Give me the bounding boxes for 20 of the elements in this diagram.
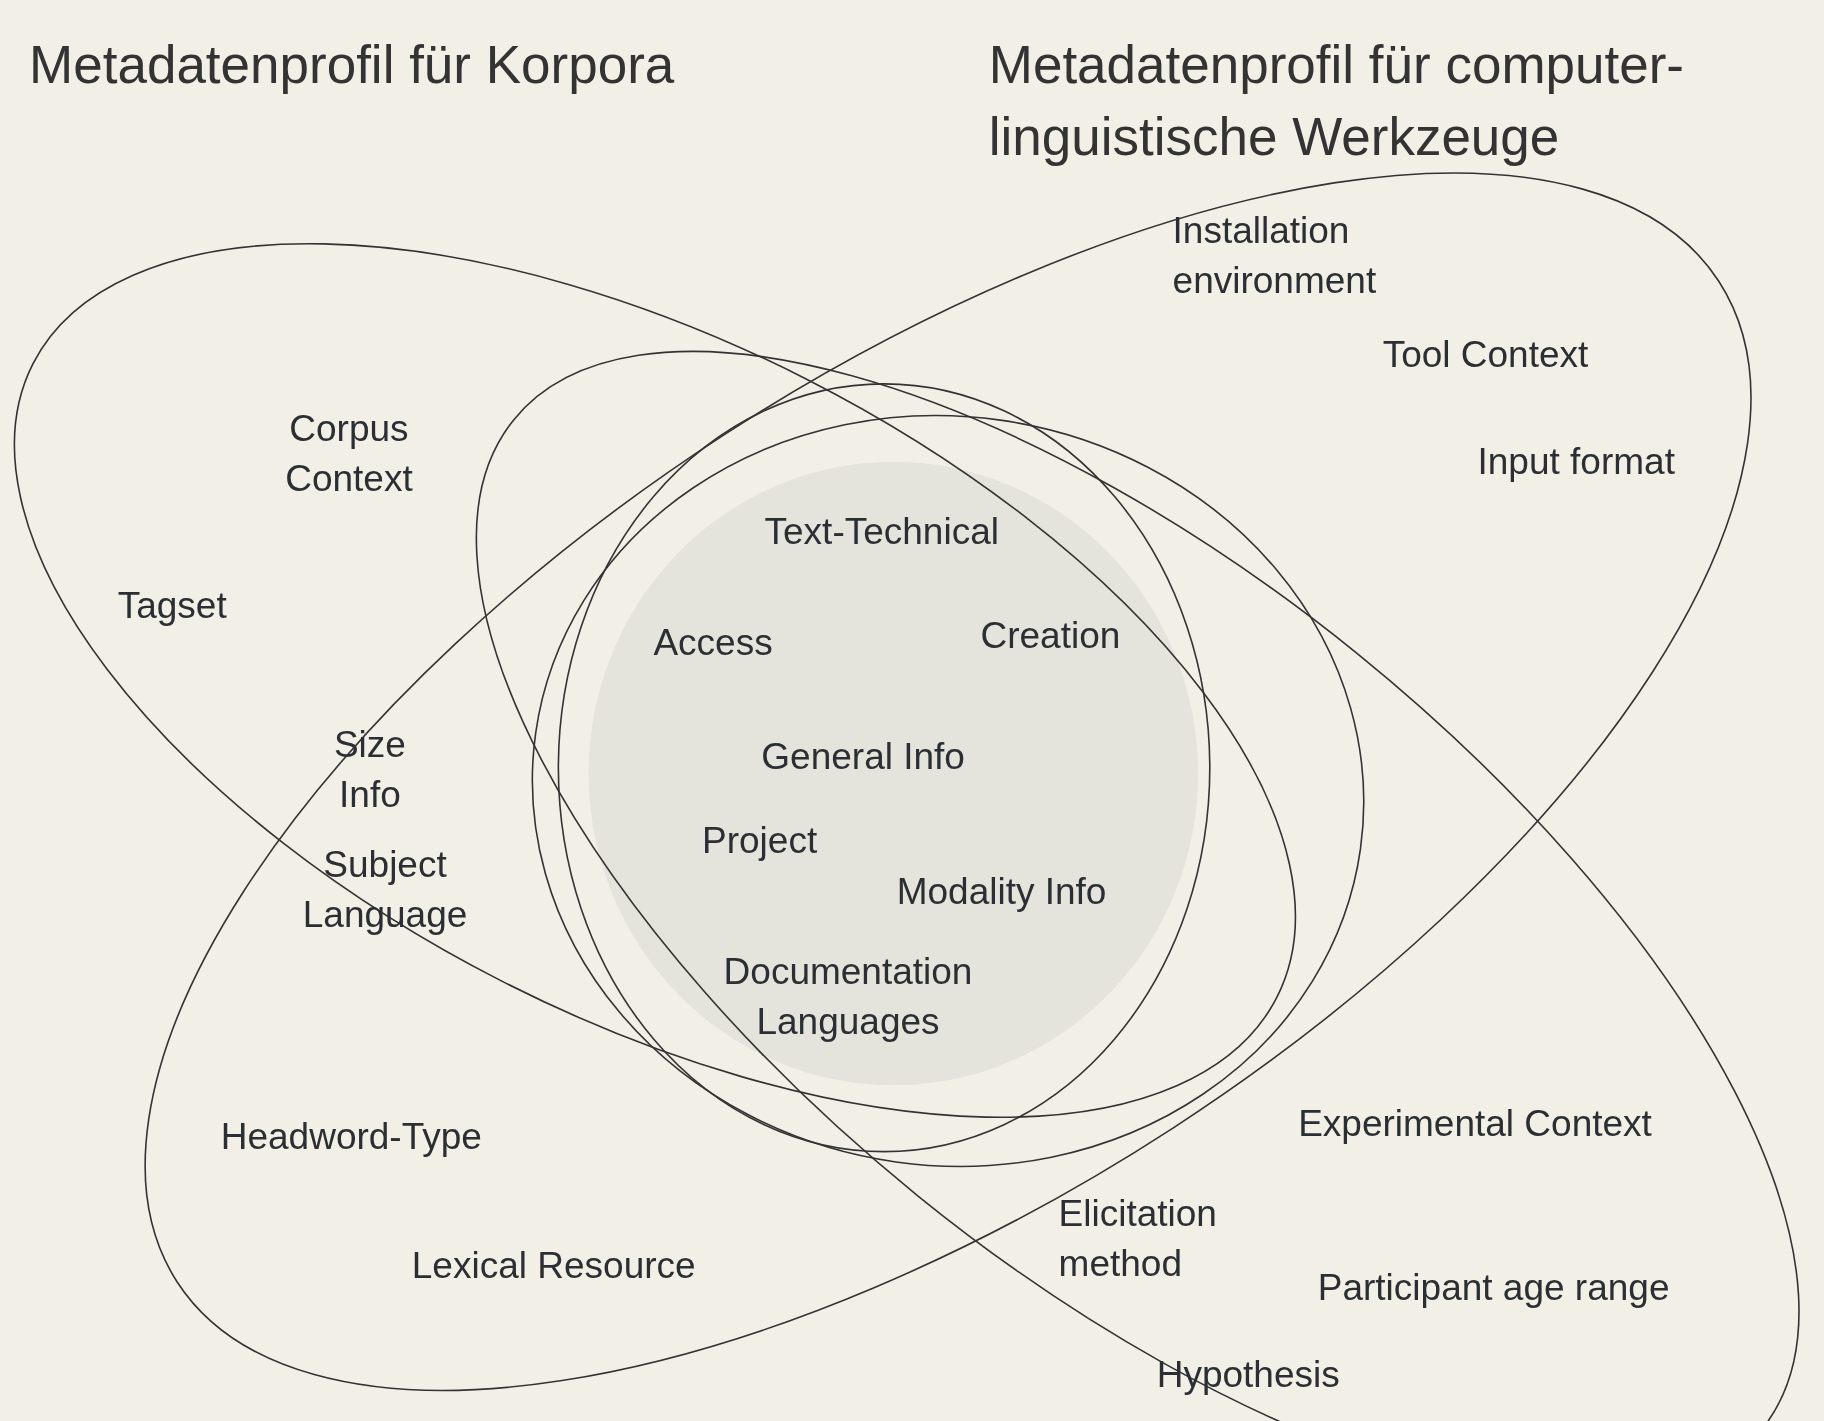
category-label: Tool Context [1382, 332, 1589, 377]
category-label: Experimental Context [1298, 1101, 1652, 1146]
category-label: Access [653, 621, 773, 666]
category-label: Text-Technical [764, 509, 999, 554]
category-label: Tagset [117, 584, 227, 629]
category-label: Project [702, 819, 818, 864]
category-label: Input format [1477, 439, 1675, 484]
category-label: Lexical Resource [411, 1243, 696, 1288]
title: Metadatenprofil für computer-linguistische Werkzeuge [988, 34, 1685, 169]
category-label: Documentation Languages [723, 949, 973, 1044]
category-label: Headword-Type [220, 1114, 482, 1159]
category-label: Modality Info [896, 870, 1107, 915]
category-label: Creation [980, 614, 1121, 659]
category-label: Participant age range [1317, 1265, 1670, 1310]
category-label: General Info [761, 735, 965, 780]
category-label: Elicitation method [1058, 1191, 1217, 1286]
title: Metadatenprofil für Korpora [29, 34, 676, 97]
category-label: Corpus Context [285, 406, 413, 501]
category-label: Installation environment [1172, 208, 1377, 303]
circle-area [588, 461, 1199, 1086]
